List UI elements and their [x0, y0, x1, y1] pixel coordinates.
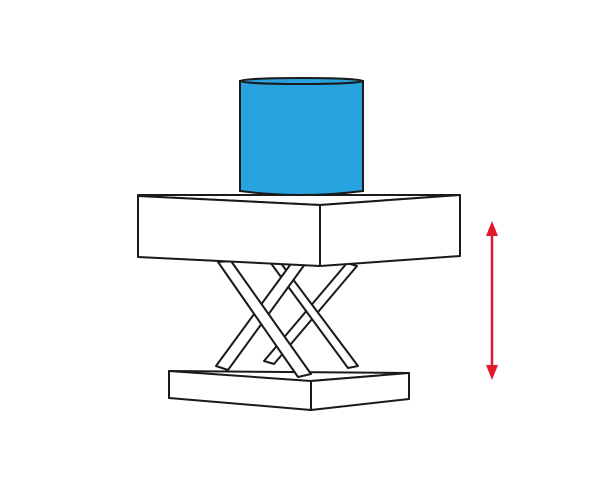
cylinder-load — [239, 77, 364, 196]
platform-side — [319, 194, 461, 267]
vertical-double-arrow-icon — [486, 221, 498, 380]
base-plate — [168, 370, 410, 411]
base-plate-side — [310, 372, 410, 411]
arrow-head-up — [486, 221, 498, 236]
arrow-head-down — [486, 365, 498, 380]
scissor-arms-front — [215, 260, 312, 378]
platform-front — [137, 195, 321, 267]
cylinder-top — [239, 77, 364, 85]
scissor-arms-back — [263, 261, 359, 369]
lift-platform — [137, 194, 461, 267]
cylinder-body — [239, 80, 364, 196]
